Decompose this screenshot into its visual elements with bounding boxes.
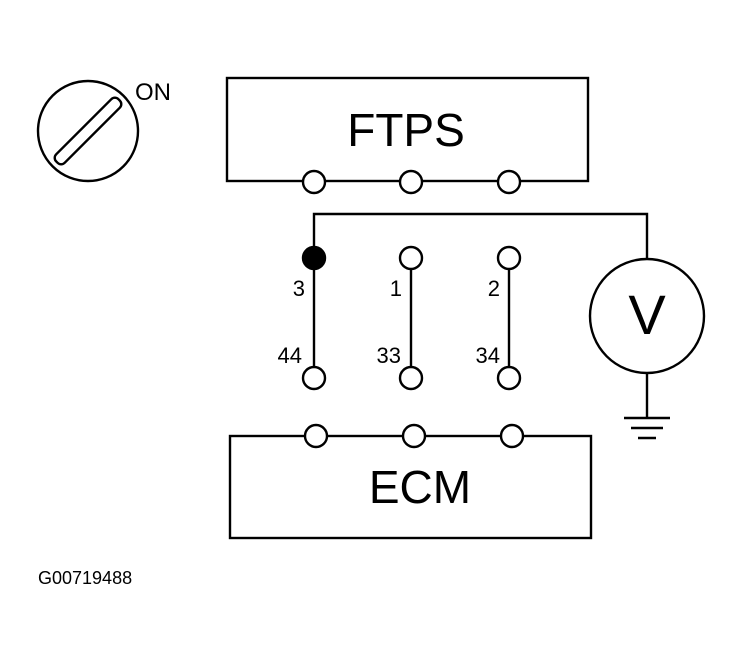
ftps-pin-middle	[398, 169, 424, 195]
connector-pin-1	[398, 245, 424, 271]
ecm-pin-middle	[401, 423, 427, 449]
ftps-pin-right	[496, 169, 522, 195]
voltmeter-label: V	[628, 283, 666, 346]
ecm-pin-right	[499, 423, 525, 449]
ecm-connector-pin-33	[398, 365, 424, 391]
ecm-connector-pin-34	[496, 365, 522, 391]
ecm-pin-label: 34	[476, 343, 500, 368]
ftps-pin-left	[301, 169, 327, 195]
connector-pin-2	[496, 245, 522, 271]
figure-id: G00719488	[38, 568, 132, 588]
connector-pin-label: 3	[293, 276, 305, 301]
switch-on-label: ON	[135, 79, 171, 106]
connector-pin-label: 1	[390, 276, 402, 301]
connector-pin-3-probe	[301, 245, 327, 271]
ecm-label: ECM	[369, 461, 471, 513]
ecm-pin-label: 44	[278, 343, 302, 368]
voltmeter-lead-wire	[312, 212, 649, 260]
ecm-pin-label: 33	[377, 343, 401, 368]
connector-pin-label: 2	[488, 276, 500, 301]
ignition-switch-icon	[36, 79, 140, 183]
ftps-label: FTPS	[347, 104, 465, 156]
ecm-connector-pin-44	[301, 365, 327, 391]
ecm-pin-left	[303, 423, 329, 449]
ground-symbol-icon	[624, 416, 670, 440]
